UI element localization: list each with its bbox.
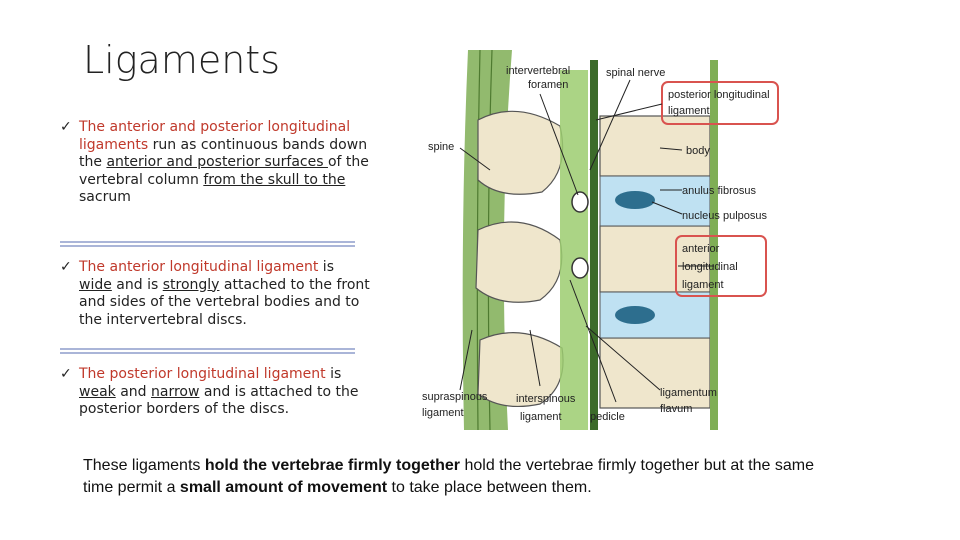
leader-line bbox=[569, 279, 617, 403]
anterior-longitudinal-ligament bbox=[710, 60, 718, 430]
label-interspinous-ligament: interspinous bbox=[516, 393, 576, 405]
text-run: attached to the front and sides of the v… bbox=[79, 276, 370, 328]
leader-line bbox=[659, 147, 683, 151]
summary-text: These ligaments hold the vertebrae firml… bbox=[83, 455, 843, 499]
bullet-3-text: The posterior longitudinal ligament is w… bbox=[79, 366, 370, 419]
text-run: narrow bbox=[151, 383, 200, 400]
spinous-process bbox=[477, 332, 564, 408]
nucleus-pulposus bbox=[615, 306, 655, 324]
text-run: is bbox=[325, 366, 342, 382]
bullet-3: ✓ The posterior longitudinal ligament is… bbox=[60, 366, 370, 419]
vertebral-body bbox=[599, 337, 711, 409]
text-run: and is bbox=[111, 276, 163, 293]
label-posterior-longitudinal-ligament: ligament bbox=[668, 105, 710, 117]
text-run: of the vertebral column bbox=[79, 154, 369, 188]
separator bbox=[60, 348, 355, 354]
label-supraspinous-ligament: ligament bbox=[422, 407, 464, 419]
label-intervertebral-foramen: foramen bbox=[528, 79, 568, 91]
text-run: wide bbox=[79, 276, 112, 293]
separator bbox=[60, 241, 355, 247]
text-run: The anterior and posterior longitudinal … bbox=[79, 119, 351, 153]
spinous-process bbox=[477, 110, 564, 195]
leader-line bbox=[529, 329, 541, 387]
leader-line bbox=[459, 147, 491, 171]
text-run: hold the vertebrae firmly together bbox=[204, 457, 461, 474]
leader-line bbox=[589, 79, 631, 171]
check-icon: ✓ bbox=[60, 366, 72, 382]
leader-line bbox=[459, 329, 473, 391]
label-anterior-longitudinal-ligament: longitudinal bbox=[682, 261, 738, 273]
text-run: These ligaments bbox=[83, 457, 205, 474]
text-run: to take place between them. bbox=[387, 479, 592, 496]
posterior-longitudinal-ligament bbox=[590, 60, 598, 430]
leader-line bbox=[595, 103, 663, 121]
text-run: from the skull to the bbox=[203, 171, 346, 188]
text-run: and bbox=[115, 383, 151, 400]
label-ligamentum-flavum: flavum bbox=[660, 403, 692, 415]
text-run: and is attached to the posterior borders… bbox=[79, 383, 359, 418]
text-run: anterior and posterior surfaces bbox=[106, 154, 328, 170]
intervertebral-foramen bbox=[571, 257, 589, 279]
check-icon: ✓ bbox=[60, 119, 72, 135]
text-run: run as continuous bands down the bbox=[79, 136, 368, 171]
nucleus-pulposus bbox=[615, 191, 655, 209]
label-intervertebral-foramen: intervertebral bbox=[506, 65, 570, 77]
label-interspinous-ligament: ligament bbox=[520, 411, 562, 423]
bullet-1: ✓ The anterior and posterior longitudina… bbox=[60, 119, 370, 207]
label-pedicle: pedicle bbox=[590, 411, 625, 423]
text-run: hold the vertebrae firmly together but a… bbox=[83, 457, 814, 496]
slide-title: Ligaments bbox=[83, 38, 280, 82]
leader-line bbox=[539, 93, 579, 196]
label-anterior-longitudinal-ligament: anterior bbox=[682, 243, 720, 255]
text-run: The posterior longitudinal ligament bbox=[79, 366, 326, 382]
vertebral-body bbox=[599, 115, 711, 177]
leader-line bbox=[651, 201, 683, 215]
label-posterior-longitudinal-ligament: posterior longitudinal bbox=[668, 89, 770, 101]
label-ligamentum-flavum: ligamentum bbox=[660, 387, 717, 399]
text-run: is bbox=[318, 259, 334, 275]
highlight-anterior-ligament bbox=[675, 235, 767, 297]
text-run: small amount of movement bbox=[179, 479, 388, 496]
bullet-2-text: The anterior longitudinal ligament is wi… bbox=[79, 259, 370, 329]
label-nucleus-pulposus: nucleus pulposus bbox=[682, 210, 768, 222]
text-run: The anterior longitudinal ligament bbox=[79, 259, 319, 275]
ligamentum-flavum-band bbox=[560, 70, 588, 430]
text-run: weak bbox=[79, 383, 116, 400]
check-icon: ✓ bbox=[60, 259, 72, 275]
text-run: strongly bbox=[162, 276, 220, 293]
intervertebral-foramen bbox=[571, 191, 589, 213]
bullet-2: ✓ The anterior longitudinal ligament is … bbox=[60, 259, 370, 329]
label-body: body bbox=[686, 145, 710, 157]
spine-ligaments-diagram: intervertebral foramen spinal nerve post… bbox=[420, 30, 780, 435]
label-anulus-fibrosus: anulus fibrosus bbox=[682, 185, 756, 197]
text-run: sacrum bbox=[79, 189, 131, 205]
highlight-posterior-ligament bbox=[661, 81, 779, 125]
leader-line bbox=[585, 325, 661, 391]
spinous-process bbox=[475, 221, 563, 303]
label-spine: spine bbox=[428, 141, 454, 153]
label-spinal-nerve: spinal nerve bbox=[606, 67, 665, 79]
label-supraspinous-ligament: supraspinous bbox=[422, 391, 488, 403]
bullet-1-text: The anterior and posterior longitudinal … bbox=[79, 119, 370, 207]
label-anterior-longitudinal-ligament: ligament bbox=[682, 279, 724, 291]
